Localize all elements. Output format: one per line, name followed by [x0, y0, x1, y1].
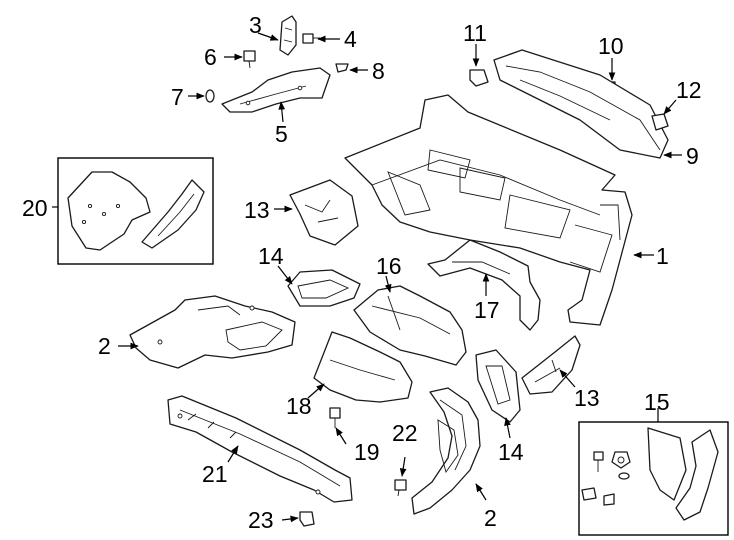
support-part-5[interactable]	[221, 67, 331, 113]
clip-part-12[interactable]	[651, 113, 669, 131]
callout-19: 19	[354, 439, 380, 465]
callout-8: 8	[372, 58, 385, 84]
callout-13-left: 13	[244, 197, 270, 223]
callout-20: 20	[22, 195, 48, 221]
callout-5: 5	[275, 121, 288, 147]
valance-part-18[interactable]	[313, 331, 413, 403]
bracket-part-13-left[interactable]	[289, 179, 359, 246]
callout-6: 6	[204, 44, 217, 70]
callout-21: 21	[202, 461, 228, 487]
callout-7: 7	[171, 84, 184, 110]
callout-labels: 1 2 2 3 4 5 6 7 8 9 10 11 12 13 13 14 14…	[22, 12, 702, 533]
clip-part-7[interactable]	[205, 89, 215, 103]
callout-16: 16	[376, 253, 402, 279]
callout-10: 10	[598, 33, 624, 59]
inset-box-15[interactable]	[578, 421, 729, 536]
callout-15: 15	[644, 389, 670, 415]
bumper-cover-part[interactable]	[344, 94, 633, 326]
callout-14-left: 14	[258, 243, 284, 269]
reflector-part-14-right[interactable]	[475, 349, 521, 423]
bracket-part-13-right[interactable]	[521, 335, 581, 395]
bolt-part-4[interactable]	[302, 33, 320, 44]
callout-23: 23	[248, 507, 274, 533]
shield-part-16[interactable]	[353, 285, 467, 366]
bracket-part-3[interactable]	[279, 15, 297, 56]
callout-18: 18	[286, 393, 312, 419]
callout-22: 22	[392, 420, 418, 446]
bolt-part-19[interactable]	[329, 407, 341, 428]
callout-2-left: 2	[98, 333, 111, 359]
callout-3: 3	[249, 12, 262, 38]
callout-4: 4	[344, 26, 357, 52]
bolt-part-6[interactable]	[243, 50, 256, 69]
clip-part-11[interactable]	[469, 69, 489, 87]
inset-box-20[interactable]	[57, 157, 214, 265]
side-bracket-left-part[interactable]	[129, 295, 296, 369]
reflector-part-14-left[interactable]	[287, 269, 361, 307]
callout-13-right: 13	[574, 385, 600, 411]
callout-11: 11	[463, 20, 487, 46]
callout-1: 1	[656, 243, 669, 269]
callout-9: 9	[686, 143, 699, 169]
side-bracket-right-part[interactable]	[411, 387, 481, 515]
impact-bar-part-21[interactable]	[167, 395, 353, 503]
callout-12: 12	[676, 77, 702, 103]
reinforcement-part-9[interactable]	[493, 49, 669, 159]
callout-14-right: 14	[498, 439, 524, 465]
callout-17: 17	[474, 297, 500, 323]
leader-lines	[52, 32, 682, 523]
retainer-part-8[interactable]	[335, 63, 349, 73]
callout-2-right: 2	[484, 505, 497, 531]
clip-part-23[interactable]	[299, 511, 315, 527]
bolt-part-22[interactable]	[394, 479, 407, 497]
